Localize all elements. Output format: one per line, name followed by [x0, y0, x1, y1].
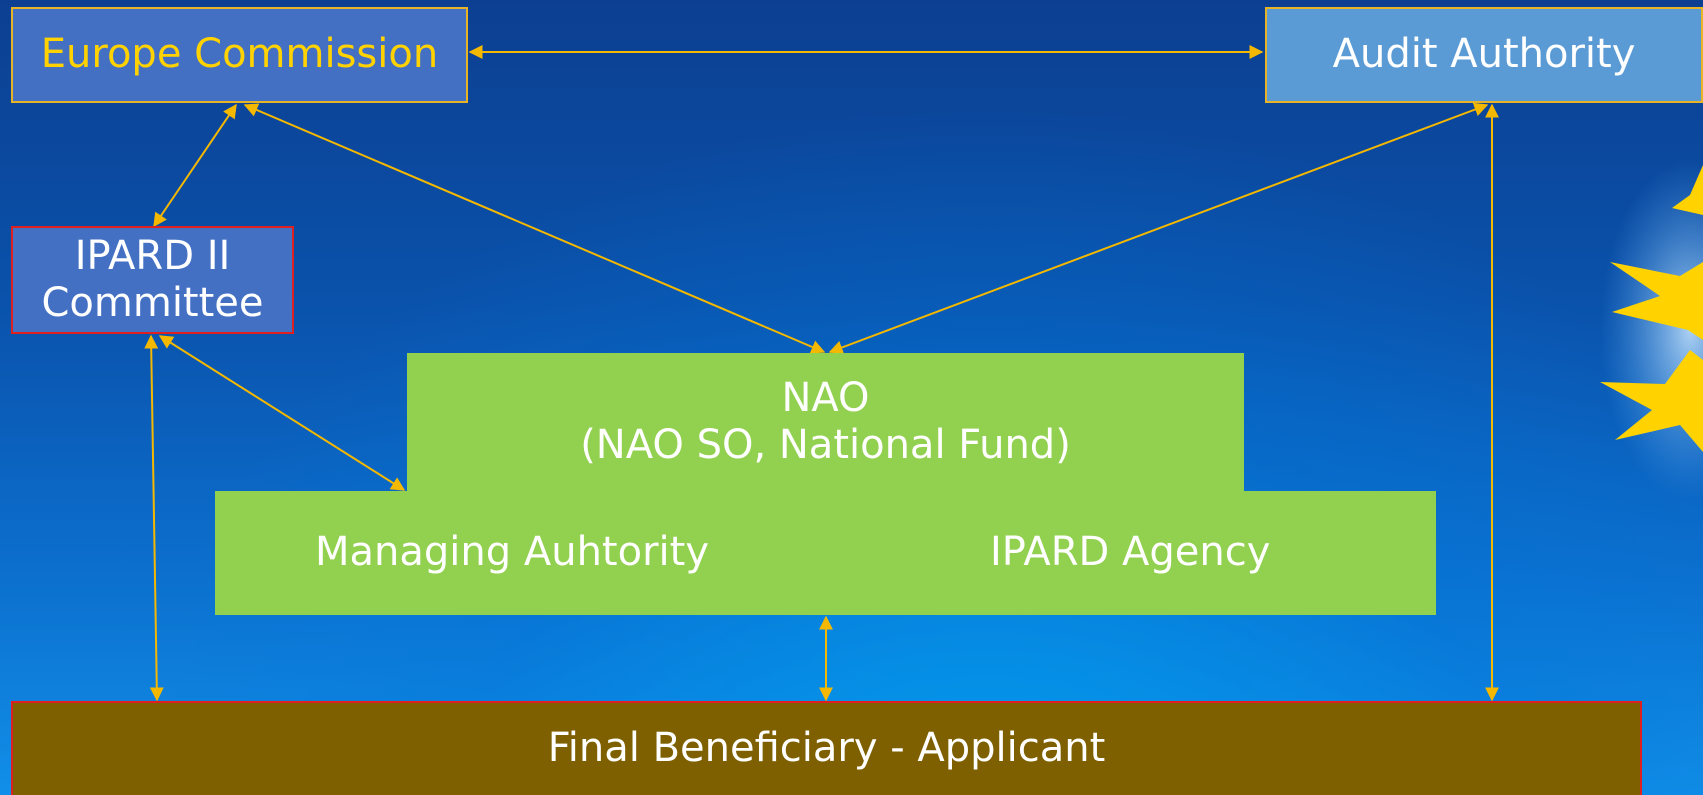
audit-authority-label: Audit Authority — [1332, 31, 1636, 78]
ipard-agency-label: IPARD Agency — [990, 529, 1271, 576]
arrow-ec-nao — [243, 103, 826, 354]
ipard-committee-line-1: IPARD II — [74, 232, 231, 279]
managing-authority-label: Managing Auhtority — [315, 529, 709, 576]
star-icon — [1672, 165, 1703, 215]
ipard-committee-line-2: Committee — [41, 280, 264, 326]
star-icon — [1610, 262, 1703, 340]
arrow-ec-committee — [153, 103, 237, 228]
managing-authority-agency-node: Managing Auhtority IPARD Agency — [215, 491, 1436, 615]
arrow-audit-nao — [828, 102, 1489, 355]
europe-commission-label: Europe Commission — [40, 31, 439, 78]
nao-node: NAO (NAO SO, National Fund) — [407, 353, 1244, 491]
final-beneficiary-node: Final Beneficiary - Applicant — [11, 701, 1642, 795]
arrow-committee-beneficiary — [144, 334, 164, 702]
nao-line-1: NAO — [781, 374, 870, 421]
audit-authority-node: Audit Authority — [1265, 7, 1703, 103]
europe-commission-node: Europe Commission — [11, 7, 468, 103]
ipard-committee-node: IPARD II Committee — [11, 226, 294, 334]
star-icon — [1600, 350, 1703, 452]
final-beneficiary-label: Final Beneficiary - Applicant — [547, 725, 1106, 772]
nao-line-2: (NAO SO, National Fund) — [580, 422, 1071, 468]
arrow-committee-ma — [158, 335, 406, 491]
